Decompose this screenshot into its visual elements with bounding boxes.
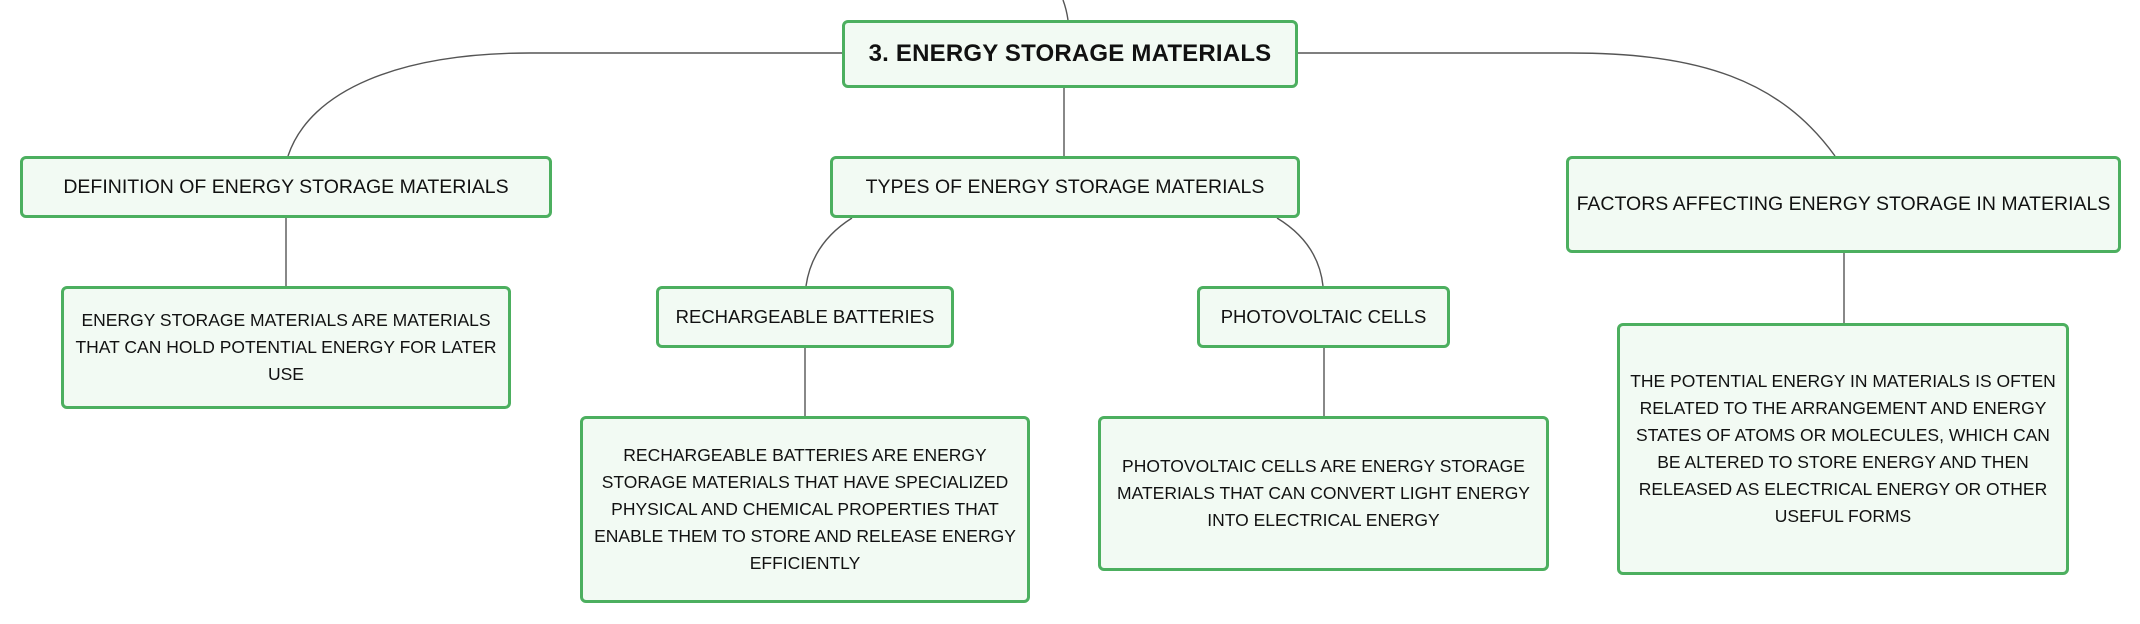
detail-text-factors: THE POTENTIAL ENERGY IN MATERIALS IS OFT… (1630, 371, 2056, 526)
detail-text-batteries: RECHARGEABLE BATTERIES ARE ENERGY STORAG… (594, 445, 1016, 573)
detail-node-factors[interactable]: THE POTENTIAL ENERGY IN MATERIALS IS OFT… (1617, 323, 2069, 575)
connector-parent-to-root (1062, 0, 1069, 21)
subtopic-node-batteries[interactable]: RECHARGEABLE BATTERIES (656, 286, 954, 348)
detail-node-photovoltaic[interactable]: PHOTOVOLTAIC CELLS ARE ENERGY STORAGE MA… (1098, 416, 1549, 571)
topic-label-types: TYPES OF ENERGY STORAGE MATERIALS (865, 175, 1265, 198)
topic-node-definition[interactable]: DEFINITION OF ENERGY STORAGE MATERIALS (20, 156, 552, 218)
subtopic-node-photovoltaic[interactable]: PHOTOVOLTAIC CELLS (1197, 286, 1450, 348)
connector-types-to-photovoltaic (1276, 217, 1324, 287)
topic-node-factors[interactable]: FACTORS AFFECTING ENERGY STORAGE IN MATE… (1566, 156, 2121, 253)
connector-root-to-definition (287, 52, 842, 157)
subtopic-label-photovoltaic: PHOTOVOLTAIC CELLS (1220, 306, 1427, 327)
topic-label-definition: DEFINITION OF ENERGY STORAGE MATERIALS (63, 175, 509, 198)
root-node[interactable]: 3. ENERGY STORAGE MATERIALS (842, 20, 1298, 88)
detail-node-definition[interactable]: ENERGY STORAGE MATERIALS ARE MATERIALS T… (61, 286, 511, 409)
connector-root-to-factors (1298, 52, 1836, 157)
detail-node-batteries[interactable]: RECHARGEABLE BATTERIES ARE ENERGY STORAG… (580, 416, 1030, 603)
topic-node-types[interactable]: TYPES OF ENERGY STORAGE MATERIALS (830, 156, 1300, 218)
detail-text-photovoltaic: PHOTOVOLTAIC CELLS ARE ENERGY STORAGE MA… (1117, 456, 1530, 530)
detail-text-definition: ENERGY STORAGE MATERIALS ARE MATERIALS T… (75, 310, 497, 384)
connector-types-to-batteries (805, 217, 853, 287)
topic-label-factors: FACTORS AFFECTING ENERGY STORAGE IN MATE… (1576, 193, 2111, 215)
subtopic-label-batteries: RECHARGEABLE BATTERIES (675, 306, 935, 327)
root-label: 3. ENERGY STORAGE MATERIALS (868, 40, 1272, 67)
